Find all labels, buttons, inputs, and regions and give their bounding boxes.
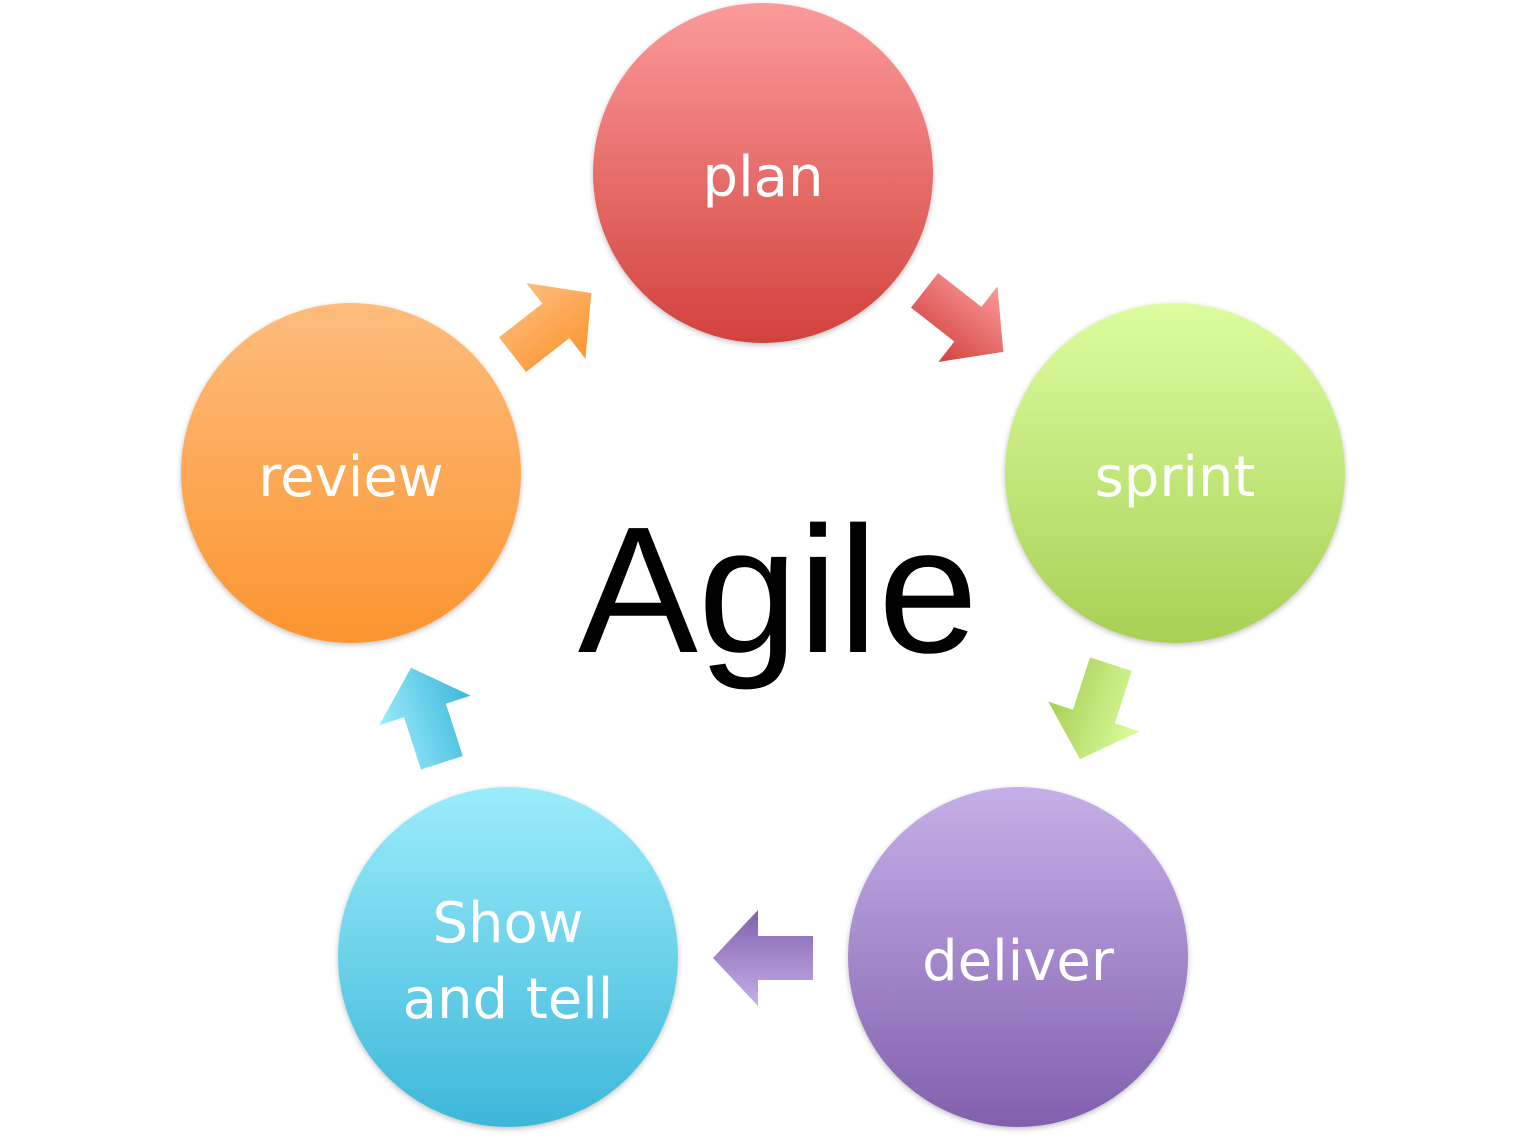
show-and-tell-label-line1: Show bbox=[432, 891, 583, 956]
arrow-show-and-tell-to-review bbox=[379, 667, 471, 770]
node-plan: plan bbox=[593, 3, 933, 343]
sprint-circle bbox=[1005, 303, 1345, 643]
plan-label: plan bbox=[703, 145, 824, 210]
arrow-plan-to-sprint bbox=[910, 272, 1004, 362]
center-title: Agile bbox=[578, 490, 978, 691]
node-show-and-tell: Show and tell bbox=[338, 787, 678, 1127]
deliver-label: deliver bbox=[922, 929, 1115, 994]
sprint-label: sprint bbox=[1095, 445, 1256, 510]
node-review: review bbox=[181, 303, 521, 643]
arrow-review-to-plan bbox=[498, 283, 592, 373]
arrow-sprint-to-deliver bbox=[1048, 657, 1140, 760]
arrow-deliver-to-show-and-tell bbox=[713, 910, 813, 1006]
node-deliver: deliver bbox=[848, 787, 1188, 1127]
review-circle bbox=[181, 303, 521, 643]
node-sprint: sprint bbox=[1005, 303, 1345, 643]
review-label: review bbox=[258, 445, 443, 510]
show-and-tell-circle bbox=[338, 787, 678, 1127]
deliver-circle bbox=[848, 787, 1188, 1127]
show-and-tell-label-line2: and tell bbox=[403, 967, 614, 1032]
plan-circle bbox=[593, 3, 933, 343]
